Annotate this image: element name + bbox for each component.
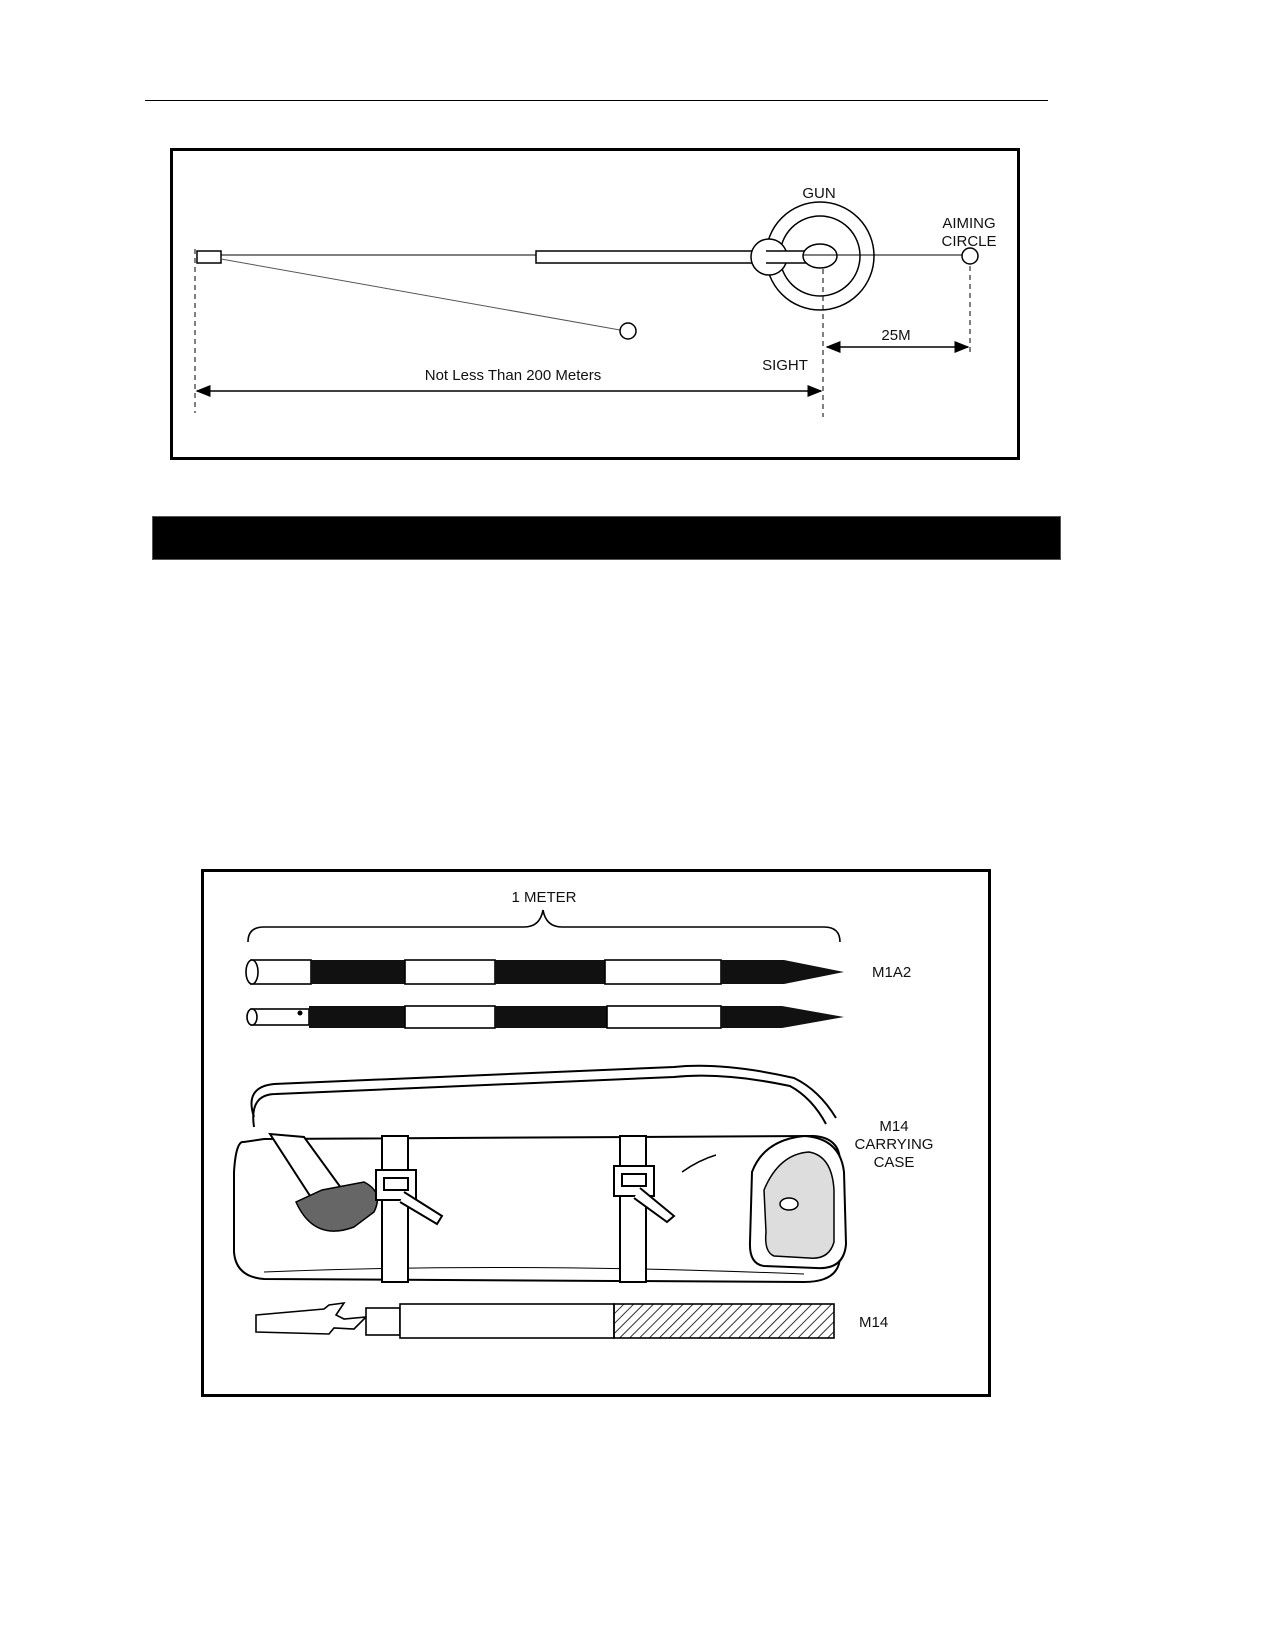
one-meter-brace [247,909,841,943]
layout-diagram-figure: GUN AIMING CIRCLE 25M SIGHT Not Less Tha… [170,148,1020,460]
offset-point-circle [619,322,637,340]
case-label-line1: M14 [879,1118,908,1135]
gun-tube [535,250,767,264]
aiming-post-m1a2-lower [246,1005,844,1029]
layout-diagram: GUN AIMING CIRCLE 25M SIGHT Not Less Tha… [194,185,997,417]
aiming-posts-figure: 1 METER M1A2 [201,869,991,1397]
sight-mount [802,243,838,269]
aiming-post-m1a2-upper [245,959,844,985]
aiming-circle-symbol [961,247,979,265]
aiming-post-m14 [255,1301,835,1339]
aiming-label-line2: CIRCLE [941,233,996,250]
aiming-label-line1: AIMING [942,215,995,232]
page-header-rule [145,100,1048,101]
sight-label: SIGHT [762,357,808,374]
case-label-line3: CASE [874,1154,915,1171]
offset-line [220,258,621,331]
aiming-posts-illustration: 1 METER M1A2 [233,889,934,1339]
distance-25m-label: 25M [881,327,910,344]
distance-200m-label: Not Less Than 200 Meters [425,367,601,384]
gun-label: GUN [802,185,835,202]
carrying-case [233,1064,848,1284]
case-label-line2: CARRYING [855,1136,934,1153]
aiming-post-marker [196,250,222,264]
m1a2-label: M1A2 [872,964,911,981]
section-heading-bar [152,516,1061,560]
m14-label: M14 [859,1314,888,1331]
one-meter-label: 1 METER [511,889,576,906]
